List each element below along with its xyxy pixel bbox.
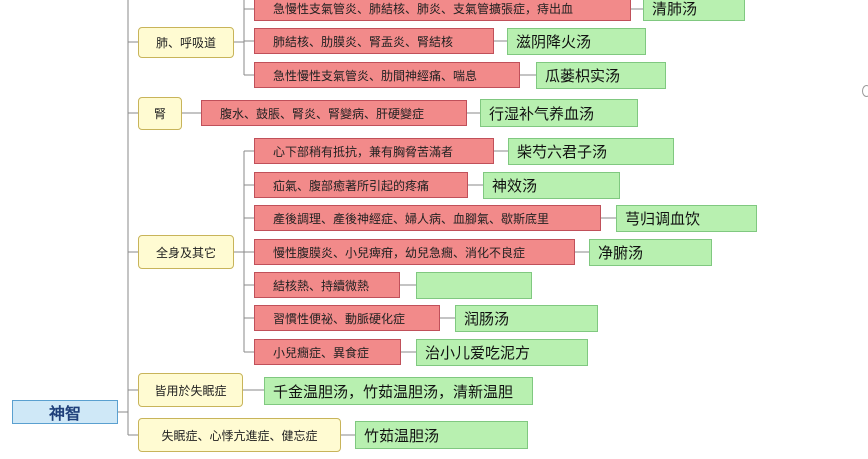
prescription-node[interactable]: 行湿补气养血汤	[480, 99, 638, 127]
prescription-node[interactable]: 千金温胆汤，竹茹温胆汤，清新温胆	[264, 377, 533, 405]
symptom-label: 產後調理、產後神經症、婦人病、血腳氣、歇斯底里	[273, 211, 550, 226]
prescription-label: 行湿补气养血汤	[489, 104, 595, 123]
prescription-node[interactable]: 柴芍六君子汤	[508, 138, 674, 165]
prescription-label: 滋阴降火汤	[516, 33, 592, 51]
symptom-node[interactable]: 產後調理、產後神經症、婦人病、血腳氣、歇斯底里	[254, 205, 601, 231]
prescription-label: 神效汤	[492, 177, 538, 195]
category-kidney[interactable]: 腎	[138, 97, 182, 130]
category-insomnia-palpitation[interactable]: 失眠症、心悸亢進症、健忘症	[138, 418, 341, 452]
symptom-label: 疝氣、腹部癒著所引起的疼痛	[273, 178, 430, 193]
category-label: 失眠症、心悸亢進症、健忘症	[161, 428, 318, 443]
root-label: 神智	[48, 404, 81, 423]
symptom-label: 肺結核、肋膜炎、腎盂炎、腎結核	[273, 34, 454, 49]
symptom-node[interactable]: 小兒癇症、異食症	[254, 339, 401, 365]
prescription-label: 芎归调血饮	[625, 210, 701, 228]
collapse-toggle-icon[interactable]	[862, 85, 868, 97]
symptom-node[interactable]: 心下部稍有抵抗，兼有胸脅苦滿者	[254, 138, 494, 164]
symptom-label: 急慢性支氣管炎、肺結核、肺炎、支氣管擴張症，痔出血	[273, 2, 574, 16]
prescription-label: 净腑汤	[598, 244, 644, 262]
prescription-label: 清肺汤	[652, 0, 698, 18]
root-node[interactable]: 神智	[12, 400, 118, 424]
symptom-label: 急性慢性支氣管炎、肋間神經痛、喘息	[273, 68, 478, 83]
category-insomnia[interactable]: 皆用於失眠症	[138, 373, 243, 407]
prescription-node[interactable]: 净腑汤	[589, 239, 712, 266]
symptom-node[interactable]: 急慢性支氣管炎、肺結核、肺炎、支氣管擴張症，痔出血	[254, 0, 631, 21]
symptom-label: 結核熱、持續微熱	[273, 278, 370, 293]
category-body[interactable]: 全身及其它	[138, 235, 234, 269]
symptom-node[interactable]: 習慣性便祕、動脈硬化症	[254, 305, 440, 331]
symptom-node[interactable]: 腹水、鼓脹、腎炎、腎變病、肝硬變症	[201, 100, 467, 126]
prescription-node-empty[interactable]	[416, 272, 532, 299]
symptom-node[interactable]: 肺結核、肋膜炎、腎盂炎、腎結核	[254, 28, 494, 54]
symptom-label: 腹水、鼓脹、腎炎、腎變病、肝硬變症	[220, 106, 425, 121]
prescription-node[interactable]: 清肺汤	[643, 0, 745, 21]
symptom-node[interactable]: 疝氣、腹部癒著所引起的疼痛	[254, 172, 468, 198]
symptom-label: 心下部稍有抵抗，兼有胸脅苦滿者	[273, 144, 454, 159]
prescription-label: 瓜蒌枳实汤	[545, 67, 621, 85]
prescription-node[interactable]: 滋阴降火汤	[507, 28, 646, 55]
category-label: 腎	[153, 107, 166, 121]
symptom-label: 小兒癇症、異食症	[273, 345, 370, 360]
prescription-node[interactable]: 神效汤	[483, 172, 620, 199]
prescription-label: 竹茹温胆汤	[364, 426, 440, 445]
category-lung[interactable]: 肺、呼吸道	[138, 27, 234, 58]
prescription-node[interactable]: 润肠汤	[455, 305, 598, 332]
prescription-label: 柴芍六君子汤	[517, 143, 608, 161]
symptom-node[interactable]: 急性慢性支氣管炎、肋間神經痛、喘息	[254, 62, 520, 88]
prescription-label: 润肠汤	[464, 310, 510, 328]
category-label: 皆用於失眠症	[154, 383, 227, 398]
symptom-label: 慢性腹膜炎、小兒痺疳，幼兒急癇、消化不良症	[273, 245, 526, 260]
symptom-label: 習慣性便祕、動脈硬化症	[273, 311, 406, 326]
prescription-node[interactable]: 芎归调血饮	[616, 205, 757, 232]
prescription-node[interactable]: 瓜蒌枳实汤	[536, 62, 666, 89]
category-label: 全身及其它	[155, 245, 216, 260]
prescription-node[interactable]: 竹茹温胆汤	[355, 421, 528, 449]
prescription-label: 千金温胆汤，竹茹温胆汤，清新温胆	[273, 382, 514, 401]
prescription-node[interactable]: 治小儿爱吃泥方	[416, 339, 588, 366]
category-label: 肺、呼吸道	[155, 36, 216, 50]
symptom-node[interactable]: 慢性腹膜炎、小兒痺疳，幼兒急癇、消化不良症	[254, 239, 575, 265]
symptom-node[interactable]: 結核熱、持續微熱	[254, 272, 400, 298]
prescription-label: 治小儿爱吃泥方	[425, 344, 531, 362]
